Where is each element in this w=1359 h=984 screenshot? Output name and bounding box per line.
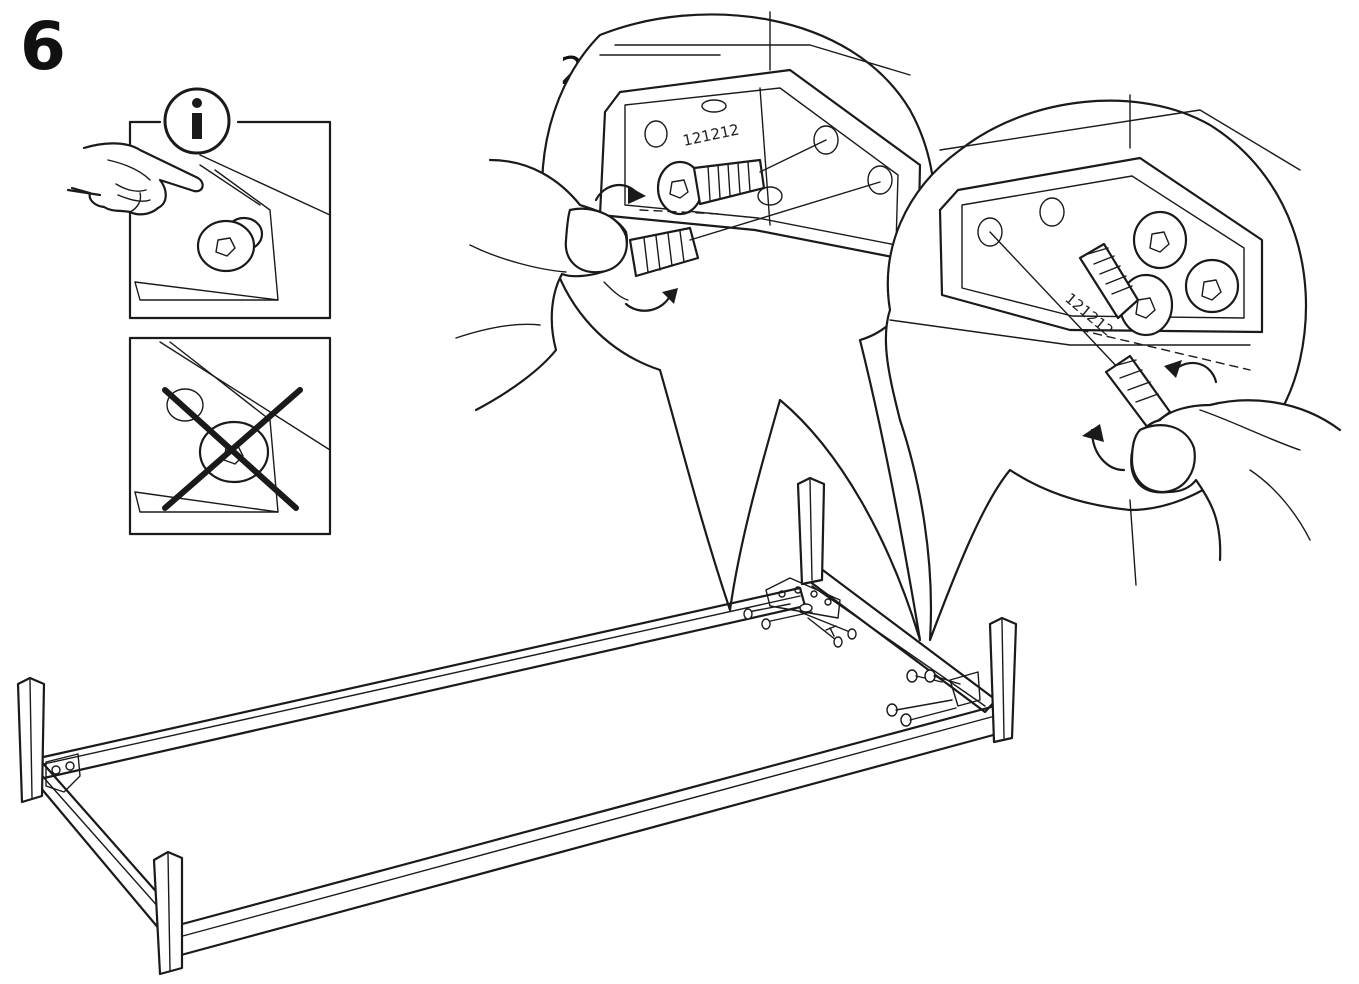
screws-back xyxy=(743,603,857,648)
info-panel-incorrect xyxy=(128,336,332,536)
bench-frame xyxy=(16,476,1018,976)
pointing-hand-icon xyxy=(66,142,204,216)
bolt-head-icon-right xyxy=(1118,210,1240,337)
step-number: 6 xyxy=(20,8,66,85)
detail-bubble-left: 121212 xyxy=(455,11,936,642)
detail-bubble-right: 121212 xyxy=(884,94,1342,642)
corner-bracket-right xyxy=(765,577,981,707)
info-icon xyxy=(163,87,231,155)
hand-icon xyxy=(455,158,629,412)
info-panel-correct xyxy=(66,87,332,320)
bolt-icon xyxy=(656,158,766,216)
corner-bracket-left xyxy=(45,753,81,793)
hand-icon-right xyxy=(1129,399,1342,586)
screws-front xyxy=(886,669,961,727)
bolt-head-icon xyxy=(196,216,264,273)
cross-icon xyxy=(162,387,303,511)
